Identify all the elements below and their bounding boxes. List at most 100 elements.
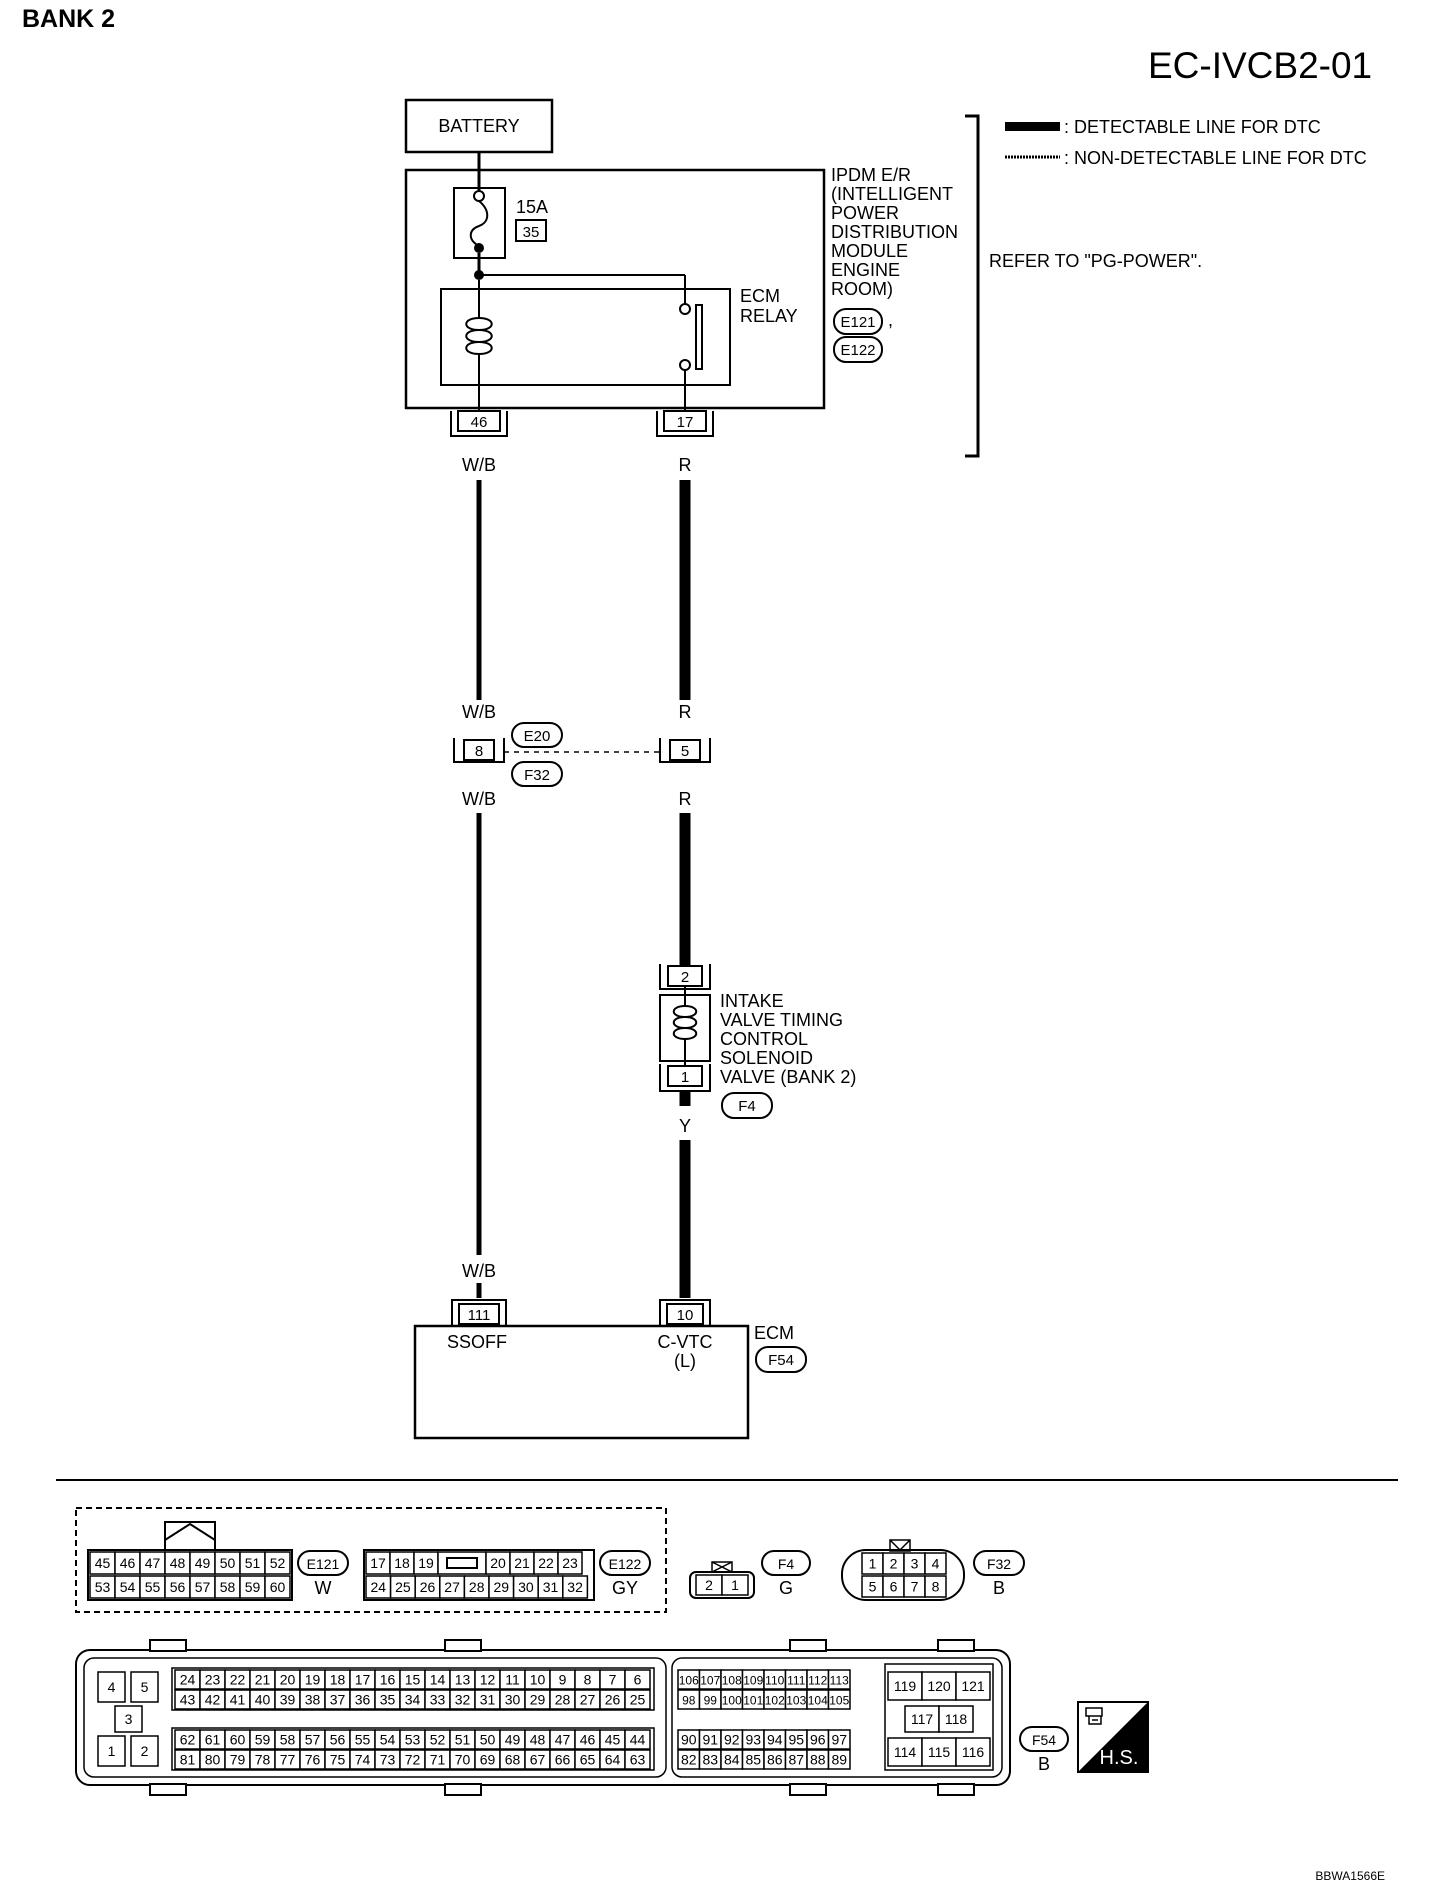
valve-pin-1: 1 xyxy=(681,1069,689,1086)
ipdm-name-5: MODULE xyxy=(831,241,908,261)
f54-right-shell xyxy=(671,1657,1003,1778)
ecm-terminal-l: (L) xyxy=(674,1351,696,1371)
f32-connector-id: F32 xyxy=(987,1556,1011,1572)
f54-top-tab-0 xyxy=(149,1639,187,1652)
page-title: BANK 2 xyxy=(22,5,115,33)
e122-pin-28: 28 xyxy=(469,1579,485,1595)
e121-pin-58: 58 xyxy=(220,1579,236,1595)
f54-pin-115-cell xyxy=(921,1737,957,1767)
f54-top-tab-1 xyxy=(444,1639,482,1652)
f54-pin-116: 116 xyxy=(962,1744,985,1760)
f54-pin-53: 53 xyxy=(405,1732,421,1748)
f54-pin-26: 26 xyxy=(605,1692,621,1708)
f54-pin-56: 56 xyxy=(330,1732,346,1748)
pin-46: 46 xyxy=(471,414,488,431)
e122-pin-24: 24 xyxy=(371,1579,387,1595)
ipdm-name-4: DISTRIBUTION xyxy=(831,222,958,242)
e121-color: W xyxy=(315,1578,332,1598)
e121-pin-52-cell xyxy=(264,1551,291,1575)
joint-pin-5-bracket xyxy=(659,738,711,763)
f54-pin-89-cell xyxy=(827,1749,851,1770)
f54-pin-66: 66 xyxy=(555,1752,571,1768)
e122-pin-26: 26 xyxy=(420,1579,436,1595)
f54-pin-82: 82 xyxy=(681,1752,697,1768)
f54-pin-35: 35 xyxy=(380,1692,396,1708)
f54-pin-101: 101 xyxy=(743,1694,763,1708)
e121-pin-54: 54 xyxy=(120,1579,136,1595)
e122-pin-20: 20 xyxy=(490,1555,506,1571)
e122-pin-29: 29 xyxy=(494,1579,510,1595)
f54-pin-118-cell xyxy=(938,1705,974,1733)
ipdm-name-2: (INTELLIGENT xyxy=(831,184,953,204)
f32-pin-5: 5 xyxy=(869,1579,877,1595)
f32-pin-2: 2 xyxy=(890,1556,898,1572)
f4-color: G xyxy=(779,1578,793,1598)
valve-pin-2: 2 xyxy=(681,969,689,986)
f54-pin-39: 39 xyxy=(280,1692,296,1708)
f54-pin-81: 81 xyxy=(180,1752,196,1768)
f54-pin-79: 79 xyxy=(230,1752,246,1768)
f54-pin-52: 52 xyxy=(430,1732,446,1748)
ecm-pin-111: 111 xyxy=(468,1307,491,1324)
f4-pin-1-cell xyxy=(721,1574,749,1596)
connector-id-e122: E122 xyxy=(840,342,875,359)
e122-housing xyxy=(363,1549,595,1601)
e121-pin-47: 47 xyxy=(145,1555,161,1571)
f54-pin-120: 120 xyxy=(927,1678,951,1694)
e122-pin-19: 19 xyxy=(418,1555,434,1571)
f54-pin-47: 47 xyxy=(555,1732,571,1748)
connector-tag-e121 xyxy=(833,308,883,335)
ecm-relay-label-1: ECM xyxy=(740,286,780,306)
f54-left-shell xyxy=(83,1657,667,1778)
e121-connector-id: E121 xyxy=(307,1556,340,1572)
ipdm-connectors-frame xyxy=(75,1507,667,1613)
f54-pin-51: 51 xyxy=(455,1732,471,1748)
f54-pin-105-cell xyxy=(827,1689,851,1710)
ecm-pin-10: 10 xyxy=(677,1307,694,1324)
f54-pin-121-cell xyxy=(955,1671,991,1701)
f54-pin-38: 38 xyxy=(305,1692,321,1708)
relay-armature xyxy=(695,304,703,370)
connector-id-f32: F32 xyxy=(524,767,550,784)
f4-pin-1: 1 xyxy=(731,1577,739,1593)
joint-pin-5: 5 xyxy=(681,743,689,760)
valve-pin-1-box xyxy=(667,1065,703,1087)
connector-tag-f54 xyxy=(755,1346,807,1373)
f54-pin-119: 119 xyxy=(894,1678,917,1694)
ipdm-box xyxy=(404,168,826,410)
f54-pin-29: 29 xyxy=(530,1692,546,1708)
f54-pin-74: 74 xyxy=(355,1752,371,1768)
f54-outer-housing xyxy=(75,1649,1011,1786)
f54-pin-2-cell xyxy=(130,1735,159,1767)
f54-pin-37: 37 xyxy=(330,1692,346,1708)
e121-connector-tag xyxy=(297,1550,349,1576)
e121-latch xyxy=(164,1521,216,1550)
f54-pin-97-cell xyxy=(827,1729,851,1750)
legend-non-detectable: : NON-DETECTABLE LINE FOR DTC xyxy=(1064,148,1367,168)
f54-pin-89: 89 xyxy=(831,1752,847,1768)
e122-pin-21: 21 xyxy=(514,1555,530,1571)
ipdm-name-3: POWER xyxy=(831,203,899,223)
f54-pin-59: 59 xyxy=(255,1732,271,1748)
f32-pin-7: 7 xyxy=(911,1579,919,1595)
f54-lower-block xyxy=(171,1727,655,1771)
f54-pin-12: 12 xyxy=(480,1672,496,1688)
e121-pin-59: 59 xyxy=(245,1579,261,1595)
pin-17-bracket xyxy=(656,411,714,437)
valve-coil xyxy=(672,1005,698,1041)
f54-pin-94: 94 xyxy=(767,1732,783,1748)
connector-tag-f4 xyxy=(721,1092,773,1119)
e121-housing xyxy=(87,1549,293,1601)
f32-connector-tag xyxy=(973,1550,1025,1576)
f54-pin-45: 45 xyxy=(605,1732,621,1748)
ecm-relay-box xyxy=(440,288,731,386)
f54-pin-20: 20 xyxy=(280,1672,296,1688)
f54-pin-113: 113 xyxy=(830,1674,849,1688)
f54-pin-63: 63 xyxy=(630,1752,646,1768)
f54-pin-18: 18 xyxy=(330,1672,346,1688)
f54-pin-104: 104 xyxy=(808,1694,828,1708)
f54-pin-107: 107 xyxy=(700,1674,720,1688)
fuse-top-terminal xyxy=(473,190,485,202)
f54-pin-48: 48 xyxy=(530,1732,546,1748)
